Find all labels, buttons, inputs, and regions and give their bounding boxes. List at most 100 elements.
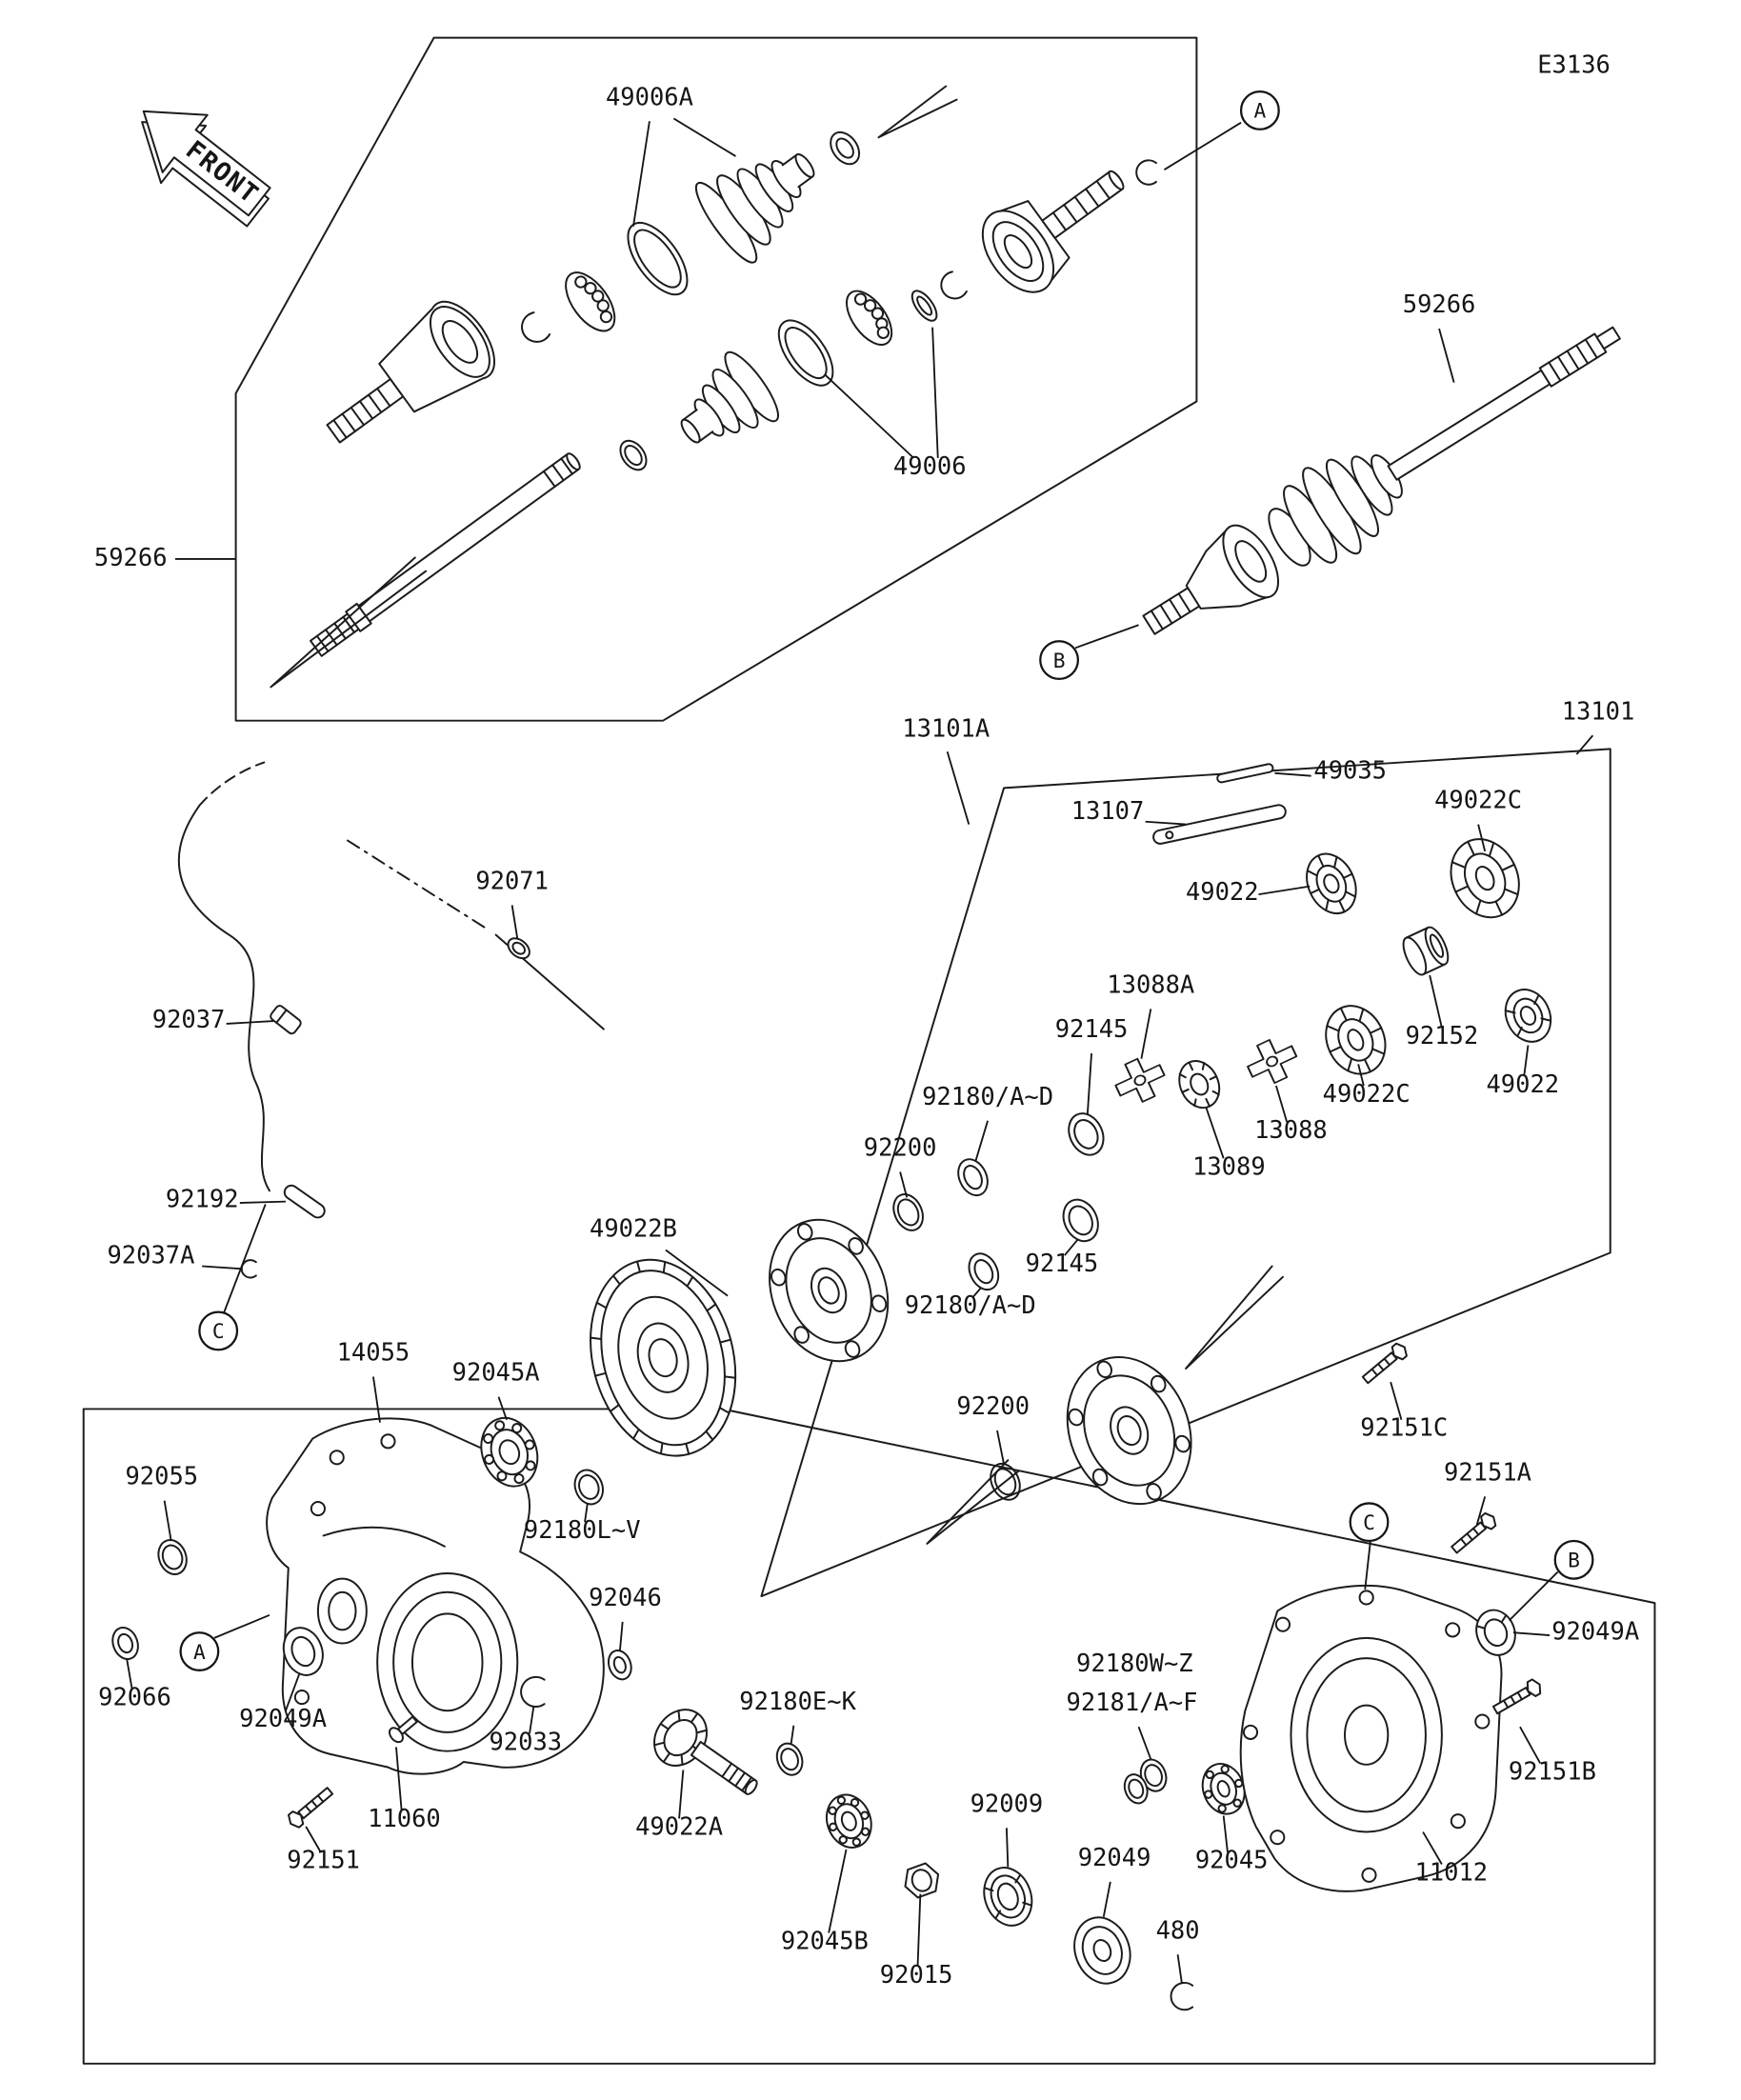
part-label-92009: 92009 <box>971 1790 1044 1818</box>
leader-part-label-92151c <box>1390 1381 1403 1420</box>
leader-ref-marker-b-mid <box>1074 624 1139 650</box>
side-gear-49022-upper <box>1306 852 1357 915</box>
boot-clamp-nut <box>830 130 861 166</box>
gear-case-14055 <box>266 1417 605 1775</box>
pin-49035 <box>1216 763 1274 784</box>
ref-marker-c-right-label: C <box>1363 1511 1375 1535</box>
part-label-92180-a-d: 92180/A~D <box>922 1083 1053 1111</box>
part-label-49022c-2: 49022C <box>1323 1080 1411 1109</box>
shim-92145-upper <box>1068 1112 1105 1156</box>
collar-92049 <box>1073 1916 1131 1985</box>
leader-part-label-92009 <box>1005 1828 1010 1868</box>
part-label-92049a-2: 92049A <box>239 1705 327 1733</box>
leader-part-label-92037 <box>226 1020 274 1025</box>
part-label-92192: 92192 <box>166 1185 239 1213</box>
leader-part-label-92145 <box>1086 1052 1092 1116</box>
leader-part-label-92046 <box>618 1621 624 1652</box>
circlip-a <box>1135 159 1157 186</box>
leader-part-label-59266 <box>1438 328 1455 383</box>
leader2-part-label-49006a <box>672 117 736 157</box>
ref-marker-c-left-label: C <box>212 1320 225 1344</box>
ref-marker-b-mid-label: B <box>1053 650 1066 673</box>
leader-part-label-11060 <box>395 1747 403 1810</box>
leader-part-label-49022 <box>1258 885 1311 896</box>
leader-part-label-92181-a-f <box>1137 1726 1152 1760</box>
leader-part-label-49006a <box>632 121 650 227</box>
leader-part-label-92151b <box>1519 1726 1541 1764</box>
part-label-49022c: 49022C <box>1434 787 1522 815</box>
leader-part-label-13101a <box>946 750 971 825</box>
ball-cage-2 <box>846 290 893 346</box>
shim-92180lv <box>573 1469 604 1506</box>
snap-ring-small-1 <box>521 311 551 343</box>
leader-part-label-92015 <box>916 1893 922 1968</box>
leader-part-label-92151 <box>305 1826 322 1853</box>
diagram-code: E3136 <box>1537 50 1611 79</box>
part-label-92045a: 92045A <box>452 1359 540 1388</box>
axle-nut <box>619 439 648 471</box>
part-label-13088a: 13088A <box>1107 970 1194 999</box>
leader-part-label-13088 <box>1274 1085 1289 1123</box>
ref-marker-a-top <box>1239 90 1280 130</box>
leader-part-label-92033 <box>529 1706 535 1734</box>
part-label-13101a: 13101A <box>902 715 990 744</box>
shim-92180ek <box>775 1742 804 1776</box>
part-label-49035: 49035 <box>1313 757 1387 786</box>
bearing-92045b <box>826 1793 872 1849</box>
axle-washer <box>911 290 938 322</box>
leader-part-label-13101 <box>1575 734 1594 755</box>
part-label-13107: 13107 <box>1071 797 1145 826</box>
direction-arrow-1 <box>877 85 958 139</box>
part-label-92151a: 92151A <box>1444 1458 1531 1487</box>
leader-part-label-92180-a-d <box>974 1120 989 1162</box>
spider-13088 <box>1247 1039 1298 1084</box>
leader-part-label-92200 <box>899 1171 909 1198</box>
leader-part-label-92071 <box>510 905 519 939</box>
leader-part-label-11012 <box>1422 1831 1443 1865</box>
leader-part-label-92145-2 <box>1064 1238 1079 1256</box>
breather-hose <box>177 761 270 1192</box>
leader-part-label-92045 <box>1222 1815 1229 1852</box>
part-label-92145-2: 92145 <box>1026 1250 1099 1278</box>
ref-marker-a-bottom <box>179 1631 220 1671</box>
leader-part-label-92151a <box>1475 1496 1487 1526</box>
part-label-92152: 92152 <box>1406 1022 1479 1050</box>
diff-pinion-shaft-13107 <box>1152 804 1287 845</box>
leader-part-label-92049 <box>1102 1881 1111 1917</box>
ref-marker-b-mid <box>1039 640 1080 680</box>
ref-marker-b-right <box>1553 1539 1594 1580</box>
bolt-92151a <box>1451 1511 1497 1554</box>
ref-marker-c-left <box>198 1310 239 1351</box>
part-label-92180l-v: 92180L~V <box>524 1516 641 1545</box>
clamp-92037 <box>270 1005 302 1035</box>
part-label-92200: 92200 <box>864 1134 937 1163</box>
leader-part-label-49035 <box>1274 771 1311 777</box>
leader-ref-marker-c-right <box>1364 1540 1371 1590</box>
leader-part-label-92180l-v <box>584 1503 589 1523</box>
leader-part-label-92045b <box>828 1849 848 1933</box>
part-label-92037a: 92037A <box>107 1242 194 1270</box>
part-label-92045b: 92045B <box>781 1928 869 1956</box>
snap-ring-small-2 <box>940 270 968 300</box>
part-label-92180-a-d-2: 92180/A~D <box>905 1291 1036 1320</box>
leader-part-label-92049a-2 <box>285 1673 300 1711</box>
washer-92180-upper <box>957 1158 989 1197</box>
leader-part-label-92066 <box>126 1657 133 1690</box>
part-label-13089: 13089 <box>1192 1152 1266 1181</box>
leader-part-label-92037a <box>202 1265 243 1270</box>
ref-marker-c-right <box>1349 1502 1390 1543</box>
pinion-gear-49022a <box>653 1709 758 1795</box>
leader-ref-marker-a-top <box>1163 121 1242 170</box>
part-label-49006a: 49006A <box>606 83 693 111</box>
part-label-92015: 92015 <box>880 1961 953 1990</box>
circlip-92033 <box>520 1675 546 1708</box>
leader-part-label-49022-2 <box>1523 1045 1530 1077</box>
oil-seal-92009 <box>983 1867 1033 1927</box>
cable-92071 <box>347 839 605 1030</box>
shim-92145-lower <box>1062 1198 1099 1243</box>
leader-part-label-480 <box>1176 1954 1183 1984</box>
bearing-49022 <box>1504 989 1552 1043</box>
part-label-92200-2: 92200 <box>956 1392 1030 1421</box>
part-label-92181-a-f: 92181/A~F <box>1067 1689 1198 1717</box>
part-label-13088: 13088 <box>1254 1116 1328 1145</box>
